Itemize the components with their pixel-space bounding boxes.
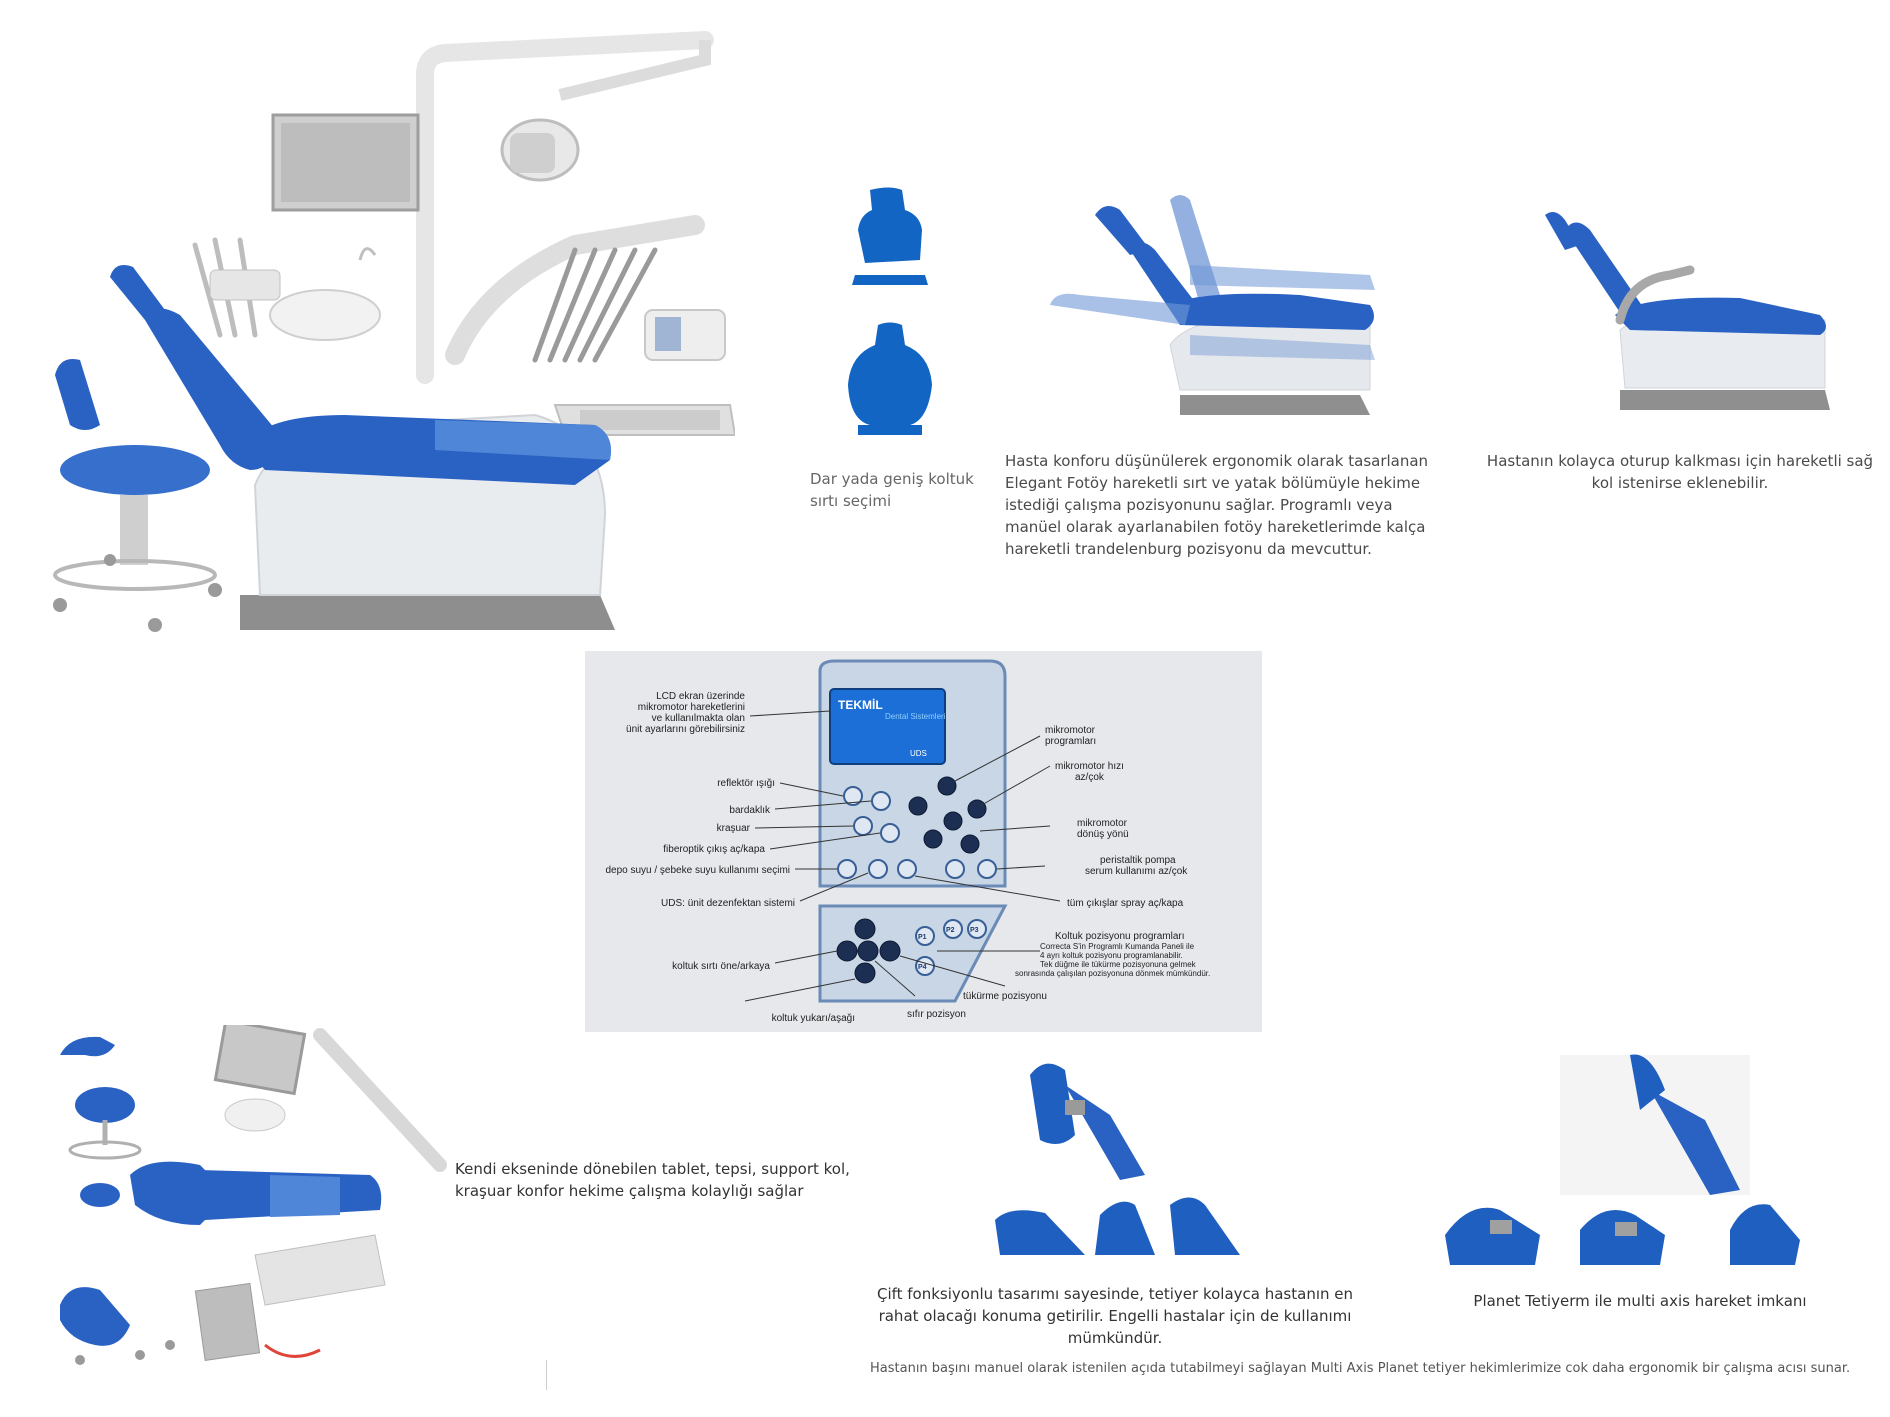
label-micro-speed-1: mikromotor hızı <box>1055 761 1124 772</box>
rotating-unit-image <box>60 1025 447 1365</box>
label-lcd-3: ve kullanılmakta olan <box>652 713 745 724</box>
label-spit-position: tükürme pozisyonu <box>963 991 1047 1002</box>
spray-button <box>897 859 917 879</box>
label-micro-speed-2: az/çok <box>1075 772 1105 783</box>
caption-planet: Planet Tetiyerm ile multi axis hareket i… <box>1473 1292 1807 1310</box>
label-reflector: reflektör ışığı <box>717 778 775 789</box>
micro-speed-button-2 <box>967 799 987 819</box>
label-backrest-move: koltuk sırtı öne/arkaya <box>672 961 770 972</box>
lcd-uds: UDS <box>910 749 927 758</box>
planet-headrest-image <box>1445 1054 1800 1265</box>
program-key-label-3: P3 <box>970 927 979 934</box>
label-chair-programs-3: 4 ayrı koltuk pozisyonu programlanabilir… <box>1040 951 1183 960</box>
program-key-label-2: P2 <box>946 927 955 934</box>
caption-multi-axis: Hastanın başını manuel olarak istenilen … <box>870 1361 1851 1376</box>
label-micro-programs-2: programları <box>1045 736 1096 747</box>
label-spittoon: kraşuar <box>717 823 751 834</box>
program-key-3 <box>967 919 987 939</box>
label-chair-programs-4: Tek düğme ile tükürme pozisyonuna gelmek <box>1040 960 1197 969</box>
backrest-forward-button <box>854 918 876 940</box>
minus-button <box>945 859 965 879</box>
fiberoptic-button <box>880 823 900 843</box>
label-micro-direction-1: mikromotor <box>1077 818 1128 829</box>
backrest-options-image <box>848 187 932 435</box>
label-lcd-2: mikromotor hareketlerini <box>638 702 745 713</box>
divider-line <box>546 1360 547 1390</box>
label-peristaltic-2: serum kullanımı az/çok <box>1085 866 1188 877</box>
program-key-label-1: P1 <box>918 934 927 941</box>
label-lcd-4: ünit ayarlarını görebilirsiniz <box>626 724 745 735</box>
spit-position-button <box>879 940 901 962</box>
program-key-label-4: P4 <box>918 964 927 971</box>
label-chair-programs-1: Koltuk pozisyonu programları <box>1055 931 1185 942</box>
micro-direction-button <box>943 811 963 831</box>
reflector-button <box>843 786 863 806</box>
caption-backrest: Dar yada geniş koltuk sırtı seçimi <box>810 470 974 510</box>
plus-button <box>977 859 997 879</box>
lcd-screen <box>829 688 946 765</box>
label-uds: UDS: ünit dezenfektan sistemi <box>661 898 795 909</box>
caption-headrest-double: Çift fonksiyonlu tasarımı sayesinde, tet… <box>876 1285 1354 1347</box>
chair-down-button <box>854 962 876 984</box>
lcd-sub: Dental Sistemleri <box>885 712 946 721</box>
program-key-1 <box>915 926 935 946</box>
backrest-back-button <box>836 940 858 962</box>
water-button <box>837 859 857 879</box>
caption-comfort: Hasta konforu düşünülerek ergonomik olar… <box>1005 452 1429 558</box>
micro-speed-button <box>908 796 928 816</box>
uds-button <box>868 859 888 879</box>
label-micro-programs-1: mikromotor <box>1045 725 1096 736</box>
armrest-chair-image <box>1545 211 1830 410</box>
dental-unit-image <box>53 31 735 632</box>
spittoon-button <box>853 816 873 836</box>
label-water: depo suyu / şebeke suyu kullanımı seçimi <box>605 865 790 876</box>
zero-position-button <box>857 940 879 962</box>
control-panel-diagram: TEKMİL Dental Sistemleri UDS P1 P2 <box>585 651 1262 1032</box>
lcd-brand: TEKMİL <box>838 697 883 712</box>
headrest-double-image <box>995 1063 1240 1255</box>
label-chair-programs-2: Correcta S'in Programlı Kumanda Paneli i… <box>1040 942 1195 951</box>
label-glass: bardaklık <box>729 805 771 816</box>
chair-positions-image <box>1050 195 1375 415</box>
label-peristaltic-1: peristaltik pompa <box>1100 855 1176 866</box>
label-spray: tüm çıkışlar spray aç/kapa <box>1067 898 1184 909</box>
label-up-down: koltuk yukarı/aşağı <box>772 1013 855 1024</box>
caption-armrest: Hastanın kolayca oturup kalkması için ha… <box>1486 452 1874 492</box>
micro-direction-button-3 <box>960 834 980 854</box>
label-fiberoptic: fiberoptik çıkış aç/kapa <box>663 844 765 855</box>
caption-rotating: Kendi ekseninde dönebilen tablet, tepsi,… <box>455 1160 850 1200</box>
glass-button <box>871 791 891 811</box>
label-micro-direction-2: dönüş yönü <box>1077 829 1129 840</box>
label-lcd-1: LCD ekran üzerinde <box>656 691 745 702</box>
micro-direction-button-2 <box>923 829 943 849</box>
micro-program-button <box>937 776 957 796</box>
program-key-2 <box>943 919 963 939</box>
label-zero-position: sıfır pozisyon <box>907 1009 966 1020</box>
label-chair-programs-5: sonrasında çalışılan pozisyonuna dönmek … <box>1015 969 1210 978</box>
